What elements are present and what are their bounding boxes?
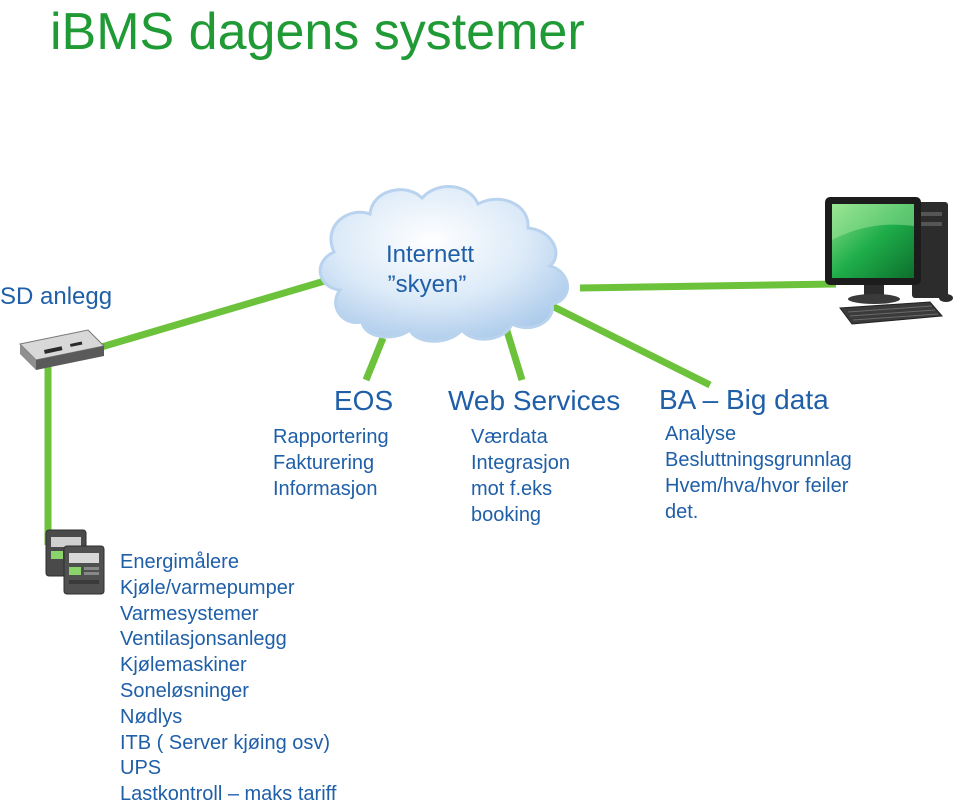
cloud-label-line-1: Internett (385, 241, 475, 268)
eos-item: Rapportering (273, 426, 389, 448)
web-services-heading: Web Services (448, 385, 621, 416)
connector-cloud-to-computer (579, 280, 837, 292)
ba-big-data-item: Analyse (665, 423, 737, 445)
connector-lines (44, 271, 837, 545)
eos-heading: EOS (334, 385, 394, 416)
connector-cloud-to-eos (362, 336, 387, 382)
web-services-item: Integrasjon (471, 452, 570, 474)
eos-list: Rapportering Fakturering Informasjon (273, 424, 389, 502)
eos-item: Informasjon (273, 478, 378, 500)
field-device-item: ITB ( Server kjøing osv) (120, 731, 331, 754)
connector-cloud-to-ba (550, 302, 712, 389)
field-device-item: Ventilasjonsanlegg (120, 628, 287, 651)
web-services-item: mot f.eks (471, 478, 553, 500)
web-services-item: booking (471, 504, 542, 526)
sd-anlegg-label: SD anlegg (0, 283, 113, 310)
web-services-item: Værdata (471, 426, 548, 448)
connector-server-to-cloud (97, 271, 346, 352)
field-device-item: Kjøle/varmepumper (120, 576, 295, 599)
cloud-label: Internett ”skyen” (330, 240, 530, 300)
ba-big-data-item: det. (665, 501, 699, 523)
eos-item: Fakturering (273, 452, 375, 474)
field-devices-list: Energimålere Kjøle/varmepumper Varmesyst… (120, 550, 336, 808)
field-device-item: Lastkontroll – maks tariff (120, 783, 337, 806)
cloud-label-line-2: ”skyen” (387, 271, 467, 298)
web-services-list: Værdata Integrasjon mot f.eks booking (471, 424, 570, 528)
field-device-item: Varmesystemer (120, 602, 259, 625)
energy-meter-icon (45, 529, 105, 595)
desktop-computer-icon (825, 197, 953, 325)
field-device-item: Soneløsninger (120, 679, 249, 702)
field-device-item: Energimålere (120, 551, 239, 573)
ba-big-data-list: Analyse Besluttningsgrunnlag Hvem/hva/hv… (665, 421, 852, 525)
field-device-item: Nødlys (120, 705, 183, 728)
server-rack-icon (18, 329, 106, 370)
cloud-icon (318, 185, 569, 343)
ba-big-data-heading: BA – Big data (659, 384, 829, 415)
slide-title: iBMS dagens systemer (50, 3, 585, 61)
ba-big-data-item: Hvem/hva/hvor feiler (665, 475, 849, 497)
ba-big-data-item: Besluttningsgrunnlag (665, 449, 852, 471)
field-device-item: Kjølemaskiner (120, 654, 247, 677)
field-device-item: UPS (120, 757, 162, 780)
